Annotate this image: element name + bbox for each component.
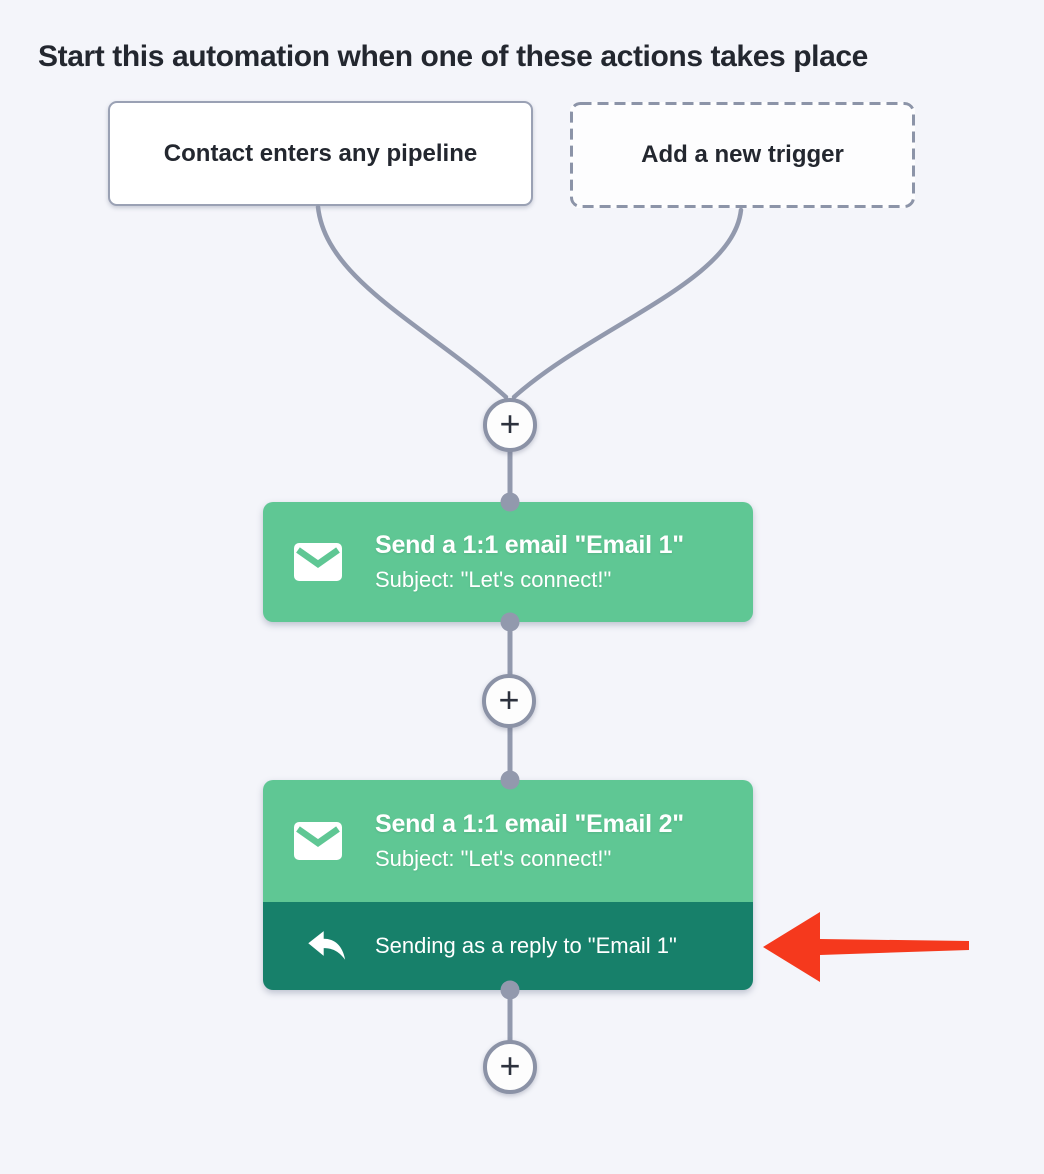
add-trigger-label: Add a new trigger [641, 141, 844, 168]
add-new-trigger-button[interactable]: Add a new trigger [570, 102, 915, 208]
connector-curve-left [315, 204, 509, 400]
envelope-icon [294, 822, 342, 860]
email-2-text: Send a 1:1 email "Email 2" Subject: "Let… [375, 810, 684, 872]
plus-icon: + [499, 1044, 521, 1086]
add-action-button-1[interactable]: + [483, 398, 537, 452]
red-arrow-icon [763, 912, 969, 982]
connector-curve-right [511, 207, 744, 400]
email-2-reply-footer: Sending as a reply to "Email 1" [263, 902, 753, 990]
email-1-text: Send a 1:1 email "Email 1" Subject: "Let… [375, 531, 684, 593]
reply-icon [308, 930, 346, 960]
email-1-main: Send a 1:1 email "Email 1" Subject: "Let… [263, 502, 753, 622]
trigger-label: Contact enters any pipeline [163, 139, 478, 167]
reply-note-label: Sending as a reply to "Email 1" [375, 933, 677, 958]
trigger-contact-enters-pipeline[interactable]: Contact enters any pipeline [108, 101, 533, 206]
email-1-title: Send a 1:1 email "Email 1" [375, 531, 684, 559]
email-2-subject: Subject: "Let's connect!" [375, 846, 612, 871]
add-action-button-2[interactable]: + [482, 674, 536, 728]
plus-icon: + [499, 402, 521, 444]
plus-icon: + [498, 678, 520, 720]
add-action-button-3[interactable]: + [483, 1040, 537, 1094]
action-card-email-1[interactable]: Send a 1:1 email "Email 1" Subject: "Let… [263, 502, 753, 622]
action-card-email-2[interactable]: Send a 1:1 email "Email 2" Subject: "Let… [263, 780, 753, 990]
page-title: Start this automation when one of these … [38, 40, 868, 73]
email-1-subject: Subject: "Let's connect!" [375, 567, 612, 592]
envelope-icon [294, 543, 342, 581]
email-2-main: Send a 1:1 email "Email 2" Subject: "Let… [263, 780, 753, 902]
email-2-title: Send a 1:1 email "Email 2" [375, 810, 684, 838]
